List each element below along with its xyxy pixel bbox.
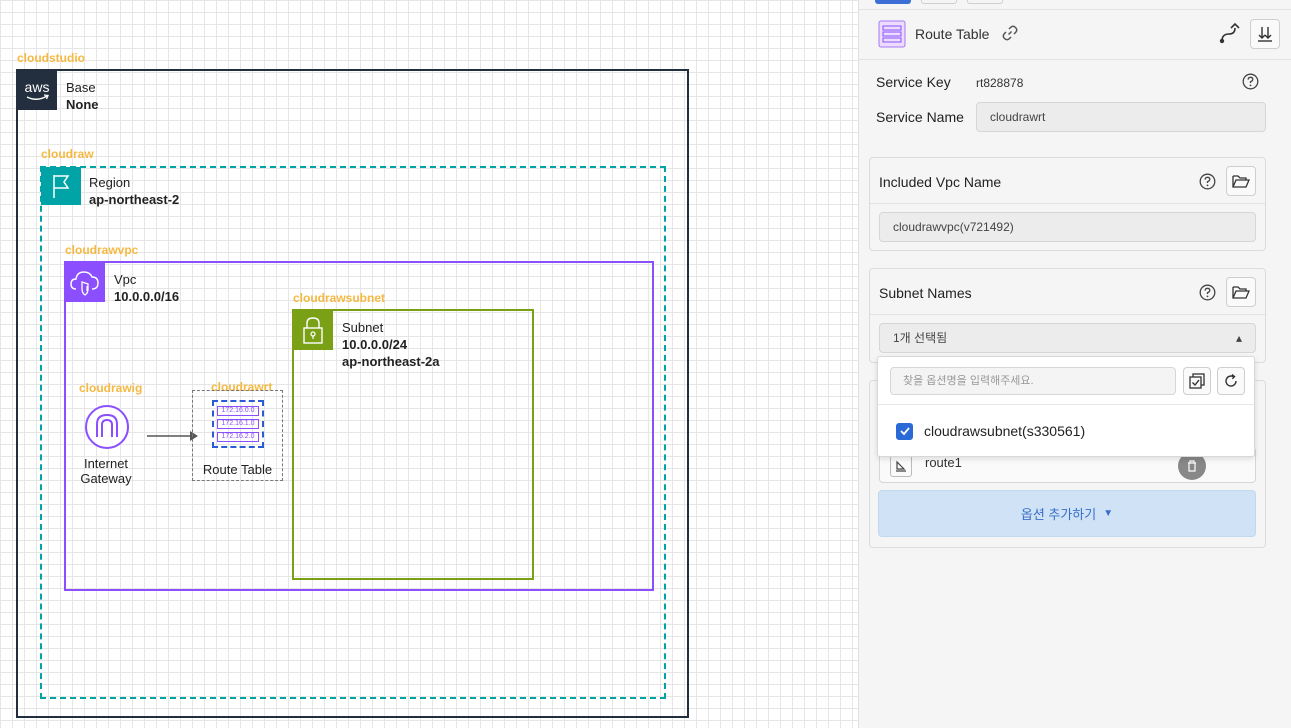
help-icon[interactable] [1199, 284, 1216, 301]
help-icon[interactable] [1242, 73, 1259, 90]
add-option-label: 옵션 추가하기 [1020, 507, 1097, 522]
link-icon[interactable] [1001, 24, 1019, 42]
subnet-names-selected: 1개 선택됨 [893, 331, 948, 345]
check-icon [899, 427, 910, 436]
included-vpc-input[interactable]: cloudrawvpc(v721492) [879, 212, 1256, 242]
vpc-browse-button[interactable] [1226, 166, 1256, 196]
igw-caption: Internet Gateway [66, 456, 146, 486]
base-group-title: cloudstudio [17, 51, 85, 65]
route-table-row: 172.16.2.0 [217, 432, 259, 442]
topbar-tab[interactable] [921, 0, 957, 4]
subnet-label: Subnet [342, 320, 384, 335]
dropdown-option[interactable]: cloudrawsubnet(s330561) [896, 421, 1085, 441]
refresh-button[interactable] [1217, 367, 1245, 395]
svg-text:aws: aws [25, 79, 50, 95]
vpc-value: 10.0.0.0/16 [114, 289, 180, 304]
subnet-container[interactable]: Subnet 10.0.0.0/24 ap-northeast-2a [292, 309, 534, 580]
collapse-sort-button[interactable] [1250, 19, 1280, 49]
rt-caption: Route Table [202, 462, 273, 477]
route-table-row: 172.16.1.0 [217, 419, 259, 429]
subnet-az: ap-northeast-2a [342, 354, 440, 369]
region-group-title: cloudraw [41, 147, 94, 161]
base-label-block: Base None [66, 79, 99, 113]
subnet-browse-button[interactable] [1226, 277, 1256, 307]
service-key-value: rt828878 [976, 76, 1024, 90]
igw-caption-line1: Internet [83, 456, 129, 471]
included-vpc-label: Included Vpc Name [879, 174, 1002, 190]
region-label: Region [89, 175, 131, 190]
base-label: Base [66, 80, 96, 95]
region-value: ap-northeast-2 [89, 192, 180, 207]
service-key-label: Service Key [876, 74, 951, 90]
folder-open-icon [1232, 286, 1250, 299]
folder-open-icon [1232, 175, 1250, 188]
route-table-row: 172.16.0.0 [217, 406, 259, 416]
subnet-names-card-header: Subnet Names [870, 269, 1265, 315]
subnet-names-label: Subnet Names [879, 285, 972, 301]
route-path-icon[interactable] [1217, 22, 1241, 46]
subnet-label-block: Subnet 10.0.0.0/24 ap-northeast-2a [342, 319, 440, 370]
select-all-button[interactable] [1183, 367, 1211, 395]
internet-gateway-icon[interactable] [84, 404, 130, 450]
topbar-tab[interactable] [967, 0, 1003, 4]
edit-icon[interactable] [890, 455, 912, 477]
panel-topbar [859, 0, 1291, 10]
subnet-dropdown: 찾을 옵션명을 입력해주세요. cloudrawsubnet(s330561) [877, 356, 1255, 457]
vpc-group-title: cloudrawvpc [65, 243, 139, 257]
service-name-label: Service Name [876, 109, 964, 125]
included-vpc-card: Included Vpc Name cloudrawvpc(v721492) [869, 157, 1266, 251]
igw-caption-line2: Gateway [80, 471, 132, 486]
base-container[interactable]: aws Base None [16, 69, 689, 718]
dropdown-option-label: cloudrawsubnet(s330561) [924, 423, 1086, 439]
sort-down-icon [1258, 27, 1272, 42]
subnet-group-title: cloudrawsubnet [293, 291, 386, 305]
copy-check-icon [1189, 373, 1205, 389]
aws-logo-icon: aws [17, 70, 57, 110]
route-table-icon [878, 20, 906, 48]
checkbox-checked[interactable] [896, 422, 913, 440]
topbar-tab-active[interactable] [875, 0, 911, 4]
help-icon[interactable] [1199, 173, 1216, 190]
refresh-icon [1225, 373, 1237, 387]
vpc-label: Vpc [114, 272, 137, 287]
vpc-container[interactable]: Vpc 10.0.0.0/16 [64, 261, 654, 591]
add-option-button[interactable]: 옵션 추가하기 ▼ [878, 490, 1256, 537]
route-item-label: route1 [925, 455, 962, 470]
diagram-canvas[interactable]: cloudstudio aws Base None cloudraw Regio… [0, 0, 858, 728]
igw-group-title: cloudrawig [79, 381, 143, 395]
subnet-names-card: Subnet Names 1개 선택됨 ▴ [869, 268, 1266, 363]
subnet-names-select[interactable]: 1개 선택됨 ▴ [879, 323, 1256, 353]
panel-title: Route Table [915, 26, 990, 42]
included-vpc-card-header: Included Vpc Name [870, 158, 1265, 204]
properties-panel: Route Table Service Key rt828878 [858, 0, 1291, 728]
subnet-cidr: 10.0.0.0/24 [342, 337, 408, 352]
base-value: None [66, 97, 99, 112]
region-container[interactable]: Region ap-northeast-2 [40, 166, 666, 699]
region-label-block: Region ap-northeast-2 [89, 174, 179, 208]
dropdown-divider [878, 404, 1254, 405]
option-search-input[interactable]: 찾을 옵션명을 입력해주세요. [890, 367, 1176, 395]
route-table-node[interactable]: 172.16.0.0 172.16.1.0 172.16.2.0 Route T… [192, 390, 283, 481]
vpc-label-block: Vpc 10.0.0.0/16 [114, 271, 179, 305]
caret-up-icon: ▴ [1235, 331, 1242, 345]
caret-down-icon: ▼ [1103, 508, 1114, 519]
lock-icon [293, 310, 333, 350]
panel-header: Route Table [859, 10, 1291, 60]
route-table-icon: 172.16.0.0 172.16.1.0 172.16.2.0 [212, 400, 264, 448]
flag-icon [41, 167, 81, 205]
service-name-input[interactable]: cloudrawrt [976, 102, 1266, 132]
vpc-cloud-icon [65, 262, 105, 302]
